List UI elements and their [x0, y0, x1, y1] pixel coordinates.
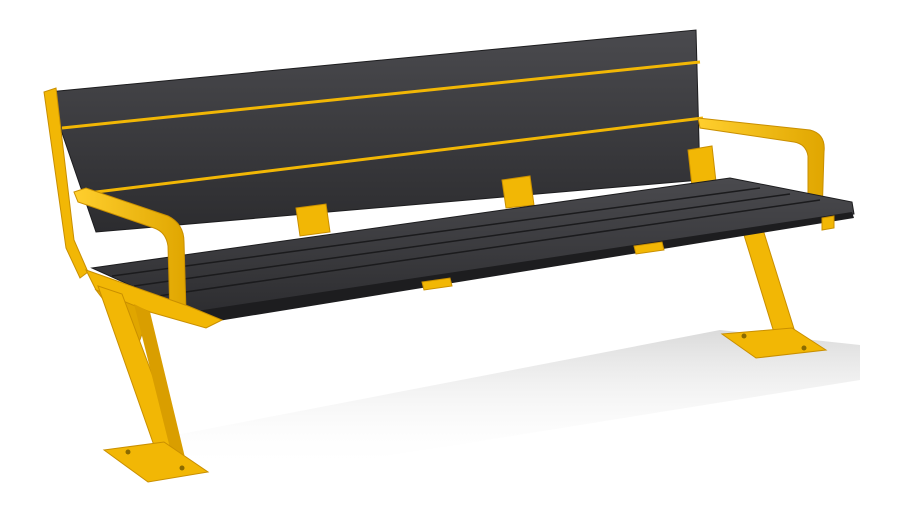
right-foot-bolt-1	[741, 333, 747, 339]
left-foot-bolt-2	[179, 465, 185, 471]
backrest-accent-line-upper	[61, 60, 701, 130]
seat-slat-gap-3	[157, 199, 821, 297]
seat-front-edge	[190, 212, 854, 322]
backrest-accent-line-lower	[87, 116, 704, 195]
seat-slat-gap-2	[133, 193, 791, 287]
right-foot-bolt-2	[801, 345, 807, 351]
back-support-middle-right	[501, 175, 535, 209]
left-foot-bolt-1	[125, 449, 131, 455]
back-support-middle-left	[295, 203, 331, 237]
right-foot-plate	[720, 327, 828, 359]
ground-shadow	[150, 330, 860, 470]
seat-support-middle-left	[421, 277, 453, 291]
seat-support-middle-right	[633, 241, 665, 255]
seat-support-right-clip	[821, 215, 835, 231]
seat-slat-gap-1	[111, 187, 761, 277]
left-leg-shade	[134, 304, 188, 472]
right-back-frame	[687, 145, 717, 187]
